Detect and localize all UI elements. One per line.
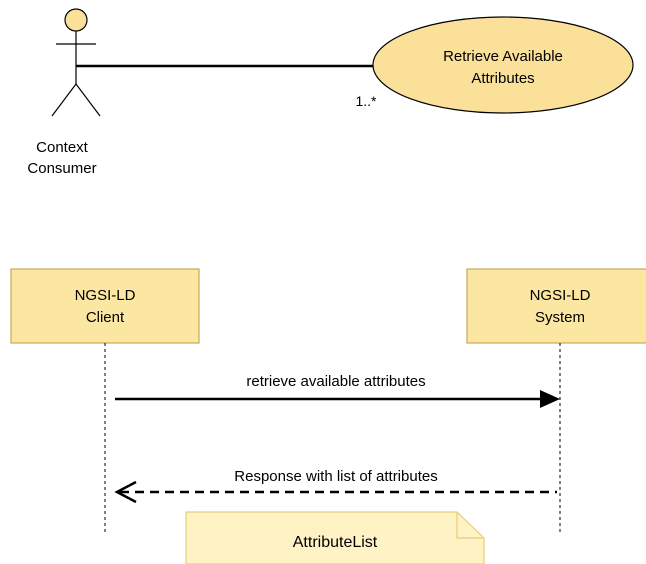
note-shape xyxy=(185,511,485,564)
response-message-label: Response with list of attributes xyxy=(234,468,437,485)
request-message: retrieve available attributes xyxy=(115,373,560,408)
response-message: Response with list of attributes xyxy=(114,468,557,504)
multiplicity-label: 1..* xyxy=(355,93,377,109)
note-folded-corner xyxy=(456,512,484,539)
use-case-retrieve-available-attributes: Retrieve Available Attributes xyxy=(372,16,634,114)
request-arrowhead xyxy=(540,390,560,408)
client-header-box xyxy=(10,268,200,344)
actor-label-line1: Context xyxy=(36,139,89,156)
lifeline-client: NGSI-LD Client xyxy=(10,268,200,532)
actor-label-line2: Consumer xyxy=(27,160,96,177)
client-label-line1: NGSI-LD xyxy=(75,287,136,304)
client-label-line2: Client xyxy=(86,309,125,326)
actor-right-leg xyxy=(75,83,101,117)
actor-head xyxy=(64,8,88,32)
system-label-line1: NGSI-LD xyxy=(530,287,591,304)
use-case-label-line1: Retrieve Available xyxy=(443,48,563,65)
note-label: AttributeList xyxy=(293,534,378,551)
actor-left-leg xyxy=(51,83,77,117)
system-label-line2: System xyxy=(535,309,585,326)
use-case-ellipse xyxy=(372,16,634,114)
response-arrowhead xyxy=(114,480,137,504)
actor-context-consumer: Context Consumer xyxy=(27,8,101,177)
note-attribute-list: AttributeList xyxy=(185,511,485,564)
system-header-box xyxy=(466,268,646,344)
lifeline-system: NGSI-LD System xyxy=(466,268,646,532)
request-message-label: retrieve available attributes xyxy=(246,373,425,390)
use-case-label-line2: Attributes xyxy=(471,70,534,87)
